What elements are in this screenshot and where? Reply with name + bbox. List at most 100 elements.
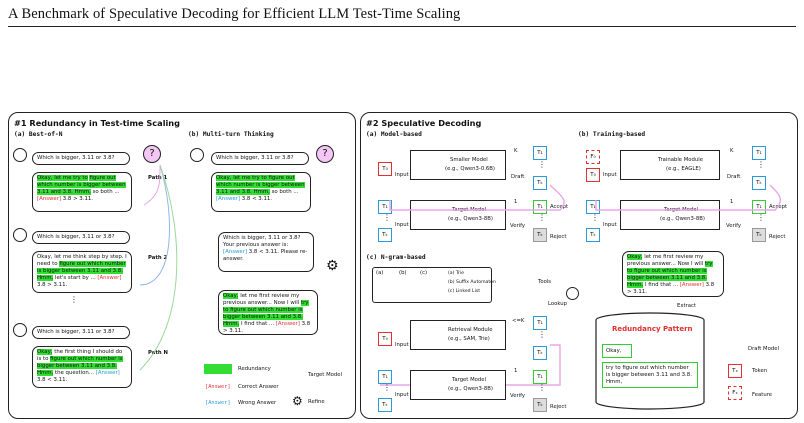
more-paths-dots: ⋮: [70, 295, 78, 304]
response-text: Okay,: [223, 293, 239, 299]
draft-label: Draft: [511, 174, 525, 180]
question-mark-icon: ?: [316, 145, 334, 163]
legend-wrong-tag: [Answer]: [205, 400, 231, 406]
tools-tag-c: (c): [420, 270, 428, 276]
mt-response-bubble-1: Okay, let me try to figure out which num…: [211, 172, 311, 212]
path-n-label: Path N: [148, 350, 168, 356]
question-text: Which is bigger, 3.11 or 3.8? Your previ…: [223, 235, 301, 248]
rejected-token: Tₖ: [533, 398, 547, 412]
token-t1: T₁: [378, 370, 392, 384]
token-dots: ⋮: [383, 213, 391, 222]
response-bubble-1: Okay, let me try to figure out which num…: [32, 172, 132, 212]
answer-text: 3.8 > 3.11.: [62, 196, 94, 202]
input-label: Input: [603, 172, 617, 178]
response-text: the first thing I should do is to: [37, 349, 123, 362]
header-rule: [8, 26, 796, 27]
legend-correct: Correct Answer: [238, 384, 279, 390]
answer-tag: [Answer]: [97, 275, 122, 281]
answer-tag: [Answer]: [275, 321, 300, 327]
answer-text: 3.8 > 3.11.: [627, 282, 715, 295]
suffix-automaton-label: (b) Suffix Automaton: [448, 280, 496, 285]
smaller-model-box: [410, 150, 506, 180]
target-model-sub: (e.g., Qwen3-8B): [448, 216, 493, 222]
tools-tag-a: (a): [376, 270, 384, 276]
best-of-n-title: (a) Best-of-N: [14, 131, 63, 138]
question-bubble-2: Which is bigger, 3.11 or 3.8?: [32, 231, 130, 244]
pattern-text: try to figure out which number is bigger…: [606, 365, 692, 385]
question-mark-icon: ?: [143, 145, 161, 163]
lookup-label: Lookup: [548, 301, 567, 307]
one-label: 1: [730, 199, 734, 205]
answer-tag: [Answer]: [679, 282, 704, 288]
question-text: Which is bigger, 3.11 or 3.8?: [216, 155, 294, 161]
token-t0: T₀: [378, 162, 392, 176]
target-model-sub: (e.g., Qwen3-8B): [660, 216, 705, 222]
target-model-sub: (e.g., Qwen3-8B): [448, 386, 493, 392]
path-2-label: Path 2: [148, 255, 168, 261]
token-tk: Tₖ: [378, 228, 392, 242]
multi-turn-title: (b) Multi-turn Thinking: [188, 131, 274, 138]
paper-header: A Benchmark of Speculative Decoding for …: [8, 6, 461, 22]
accept-label: Accept: [550, 204, 569, 210]
token-tk: Tₖ: [378, 398, 392, 412]
user-icon: [13, 228, 27, 242]
input-label: Input: [395, 172, 409, 178]
tools-label: Tools: [538, 279, 552, 285]
legend-refine: Refine: [308, 399, 325, 405]
token-t1: T₁: [378, 200, 392, 214]
response-text: so both ...: [92, 189, 120, 195]
answer-tag: [Answer]: [95, 370, 120, 376]
trainable-module-box: [620, 150, 720, 180]
redundancy-panel-title: #1 Redundancy in Test-time Scaling: [14, 118, 180, 128]
token-t1: T₁: [752, 146, 766, 160]
token-tk: Tₖ: [533, 346, 547, 360]
token-text: Tₖ: [537, 402, 543, 408]
input-label: Input: [395, 222, 409, 228]
training-based-title: (b) Training-based: [578, 131, 646, 138]
tools-box: [372, 267, 492, 303]
response-text: I find that ...: [645, 282, 679, 288]
answer-tag: [Answer]: [216, 196, 241, 202]
draft-label: Draft: [727, 174, 741, 180]
response-text: let's start by ...: [55, 275, 96, 281]
token-dots: ⋮: [757, 160, 765, 169]
token-text: Tₖ: [537, 232, 543, 238]
question-bubble-n: Which is bigger, 3.11 or 3.8?: [32, 326, 130, 339]
token-dots: ⋮: [538, 160, 546, 169]
reject-label: Reject: [550, 234, 567, 240]
ngram-based-title: (c) N-gram-based: [366, 254, 426, 261]
mt-question-bubble-1: Which is bigger, 3.11 or 3.8?: [211, 152, 309, 165]
refine-gear-icon: ⚙: [292, 394, 303, 408]
answer-text: 3.8 > 3.11.: [223, 321, 311, 334]
legend-redundancy: Redundancy: [238, 366, 271, 372]
review-bubble: Okay, let me first review my previous an…: [622, 251, 724, 297]
token-dots: ⋮: [538, 213, 546, 222]
response-text: Okay,: [37, 349, 53, 355]
legend-token: Token: [752, 368, 768, 374]
answer-tag: [Answer]: [223, 249, 248, 255]
question-text: 3.8 < 3.11. Please re-answer.: [223, 249, 308, 262]
retrieval-module-label: Retrieval Module: [448, 327, 493, 333]
response-text: the question...: [55, 370, 94, 376]
rejected-token: Tₖ: [752, 228, 766, 242]
model-based-title: (a) Model-based: [366, 131, 422, 138]
response-bubble-2: Okay, let me think step by step. I need …: [32, 251, 132, 293]
target-model-box: [410, 370, 506, 400]
verify-label: Verify: [510, 223, 526, 229]
one-label: 1: [514, 368, 518, 374]
input-label: Input: [395, 392, 409, 398]
one-label: 1: [514, 199, 518, 205]
linked-list-label: (c) Linked List: [448, 289, 481, 294]
pattern-item-2: try to figure out which number is bigger…: [602, 362, 698, 388]
response-bubble-n: Okay, the first thing I should do is to …: [32, 346, 132, 388]
trie-label: (a) Trie: [448, 271, 464, 276]
user-icon: [13, 148, 27, 162]
legend-target-model: Target Model: [308, 372, 342, 378]
question-bubble-1: Which is bigger, 3.11 or 3.8?: [32, 152, 130, 165]
response-text: Okay, let me think step by step. I need …: [37, 254, 127, 267]
smaller-model-sub: (e.g., Qwen3-0.6B): [445, 166, 495, 172]
input-label: Input: [395, 342, 409, 348]
path-arrows: [139, 164, 178, 371]
redundancy-swatch: [204, 364, 232, 374]
reject-label: Reject: [769, 234, 786, 240]
